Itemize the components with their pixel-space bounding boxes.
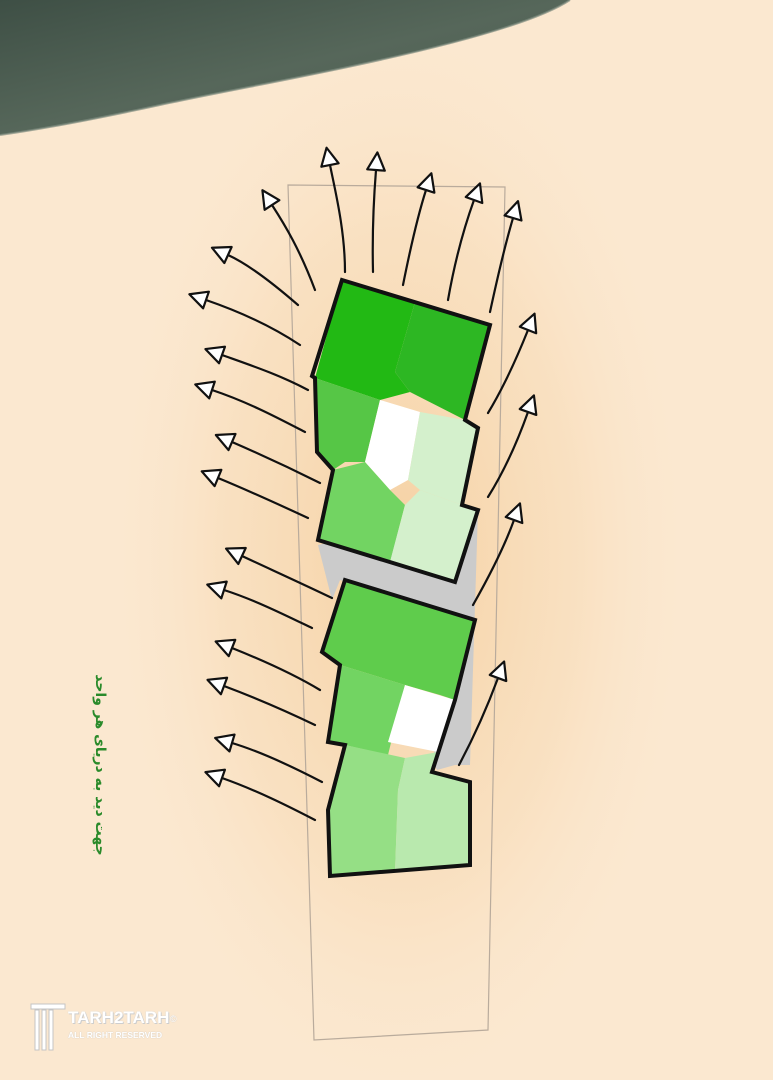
view-arrow: [401, 172, 436, 287]
view-arrow: [204, 345, 310, 392]
view-arrow: [486, 394, 538, 499]
view-arrow: [366, 151, 386, 274]
unit-2-void: [365, 400, 420, 490]
view-arrow: [320, 146, 347, 274]
logo-tagline: ALL RIGHT RESERVED: [68, 1030, 163, 1040]
copyright-mark: ©: [170, 1014, 177, 1024]
unit-6b: [395, 752, 470, 872]
upper-building: [309, 277, 493, 585]
lower-building-outline: [319, 577, 478, 879]
view-arrow: [214, 638, 322, 692]
sea-area: [0, 0, 570, 135]
view-arrow: [210, 245, 300, 307]
view-arrow: [214, 432, 322, 485]
sea-foam: [0, 0, 571, 136]
unit-6a: [328, 745, 405, 876]
view-arrow: [486, 312, 538, 415]
unit-1a: [315, 280, 415, 400]
unit-1b: [395, 302, 490, 420]
view-arrow: [457, 660, 508, 767]
view-arrows: [188, 146, 538, 822]
view-arrow: [204, 768, 317, 822]
view-arrow: [200, 468, 310, 520]
lower-building: [319, 577, 478, 879]
unit-5a: [328, 665, 405, 755]
view-arrow: [446, 182, 484, 302]
upper-building-outline: [309, 277, 493, 585]
view-arrow: [471, 502, 524, 607]
view-arrow: [224, 546, 334, 600]
unit-2b: [408, 412, 478, 505]
watermark-logo: TARH2TARH © ALL RIGHT RESERVED: [30, 1000, 190, 1056]
unit-3b: [390, 490, 478, 582]
view-arrow: [214, 733, 324, 784]
view-arrow: [488, 200, 523, 314]
view-arrow: [206, 676, 317, 727]
unit-2a: [315, 378, 380, 470]
view-arrow: [188, 290, 302, 347]
column-icon: [30, 1003, 66, 1051]
view-arrow: [206, 580, 314, 630]
view-arrow: [261, 189, 317, 292]
unit-5-void: [388, 685, 455, 752]
view-direction-label: جهت دید به دریای هر واحد: [92, 674, 108, 856]
logo-name: TARH2TARH: [68, 1008, 170, 1027]
unit-3a: [318, 462, 405, 562]
view-arrow: [194, 380, 307, 434]
